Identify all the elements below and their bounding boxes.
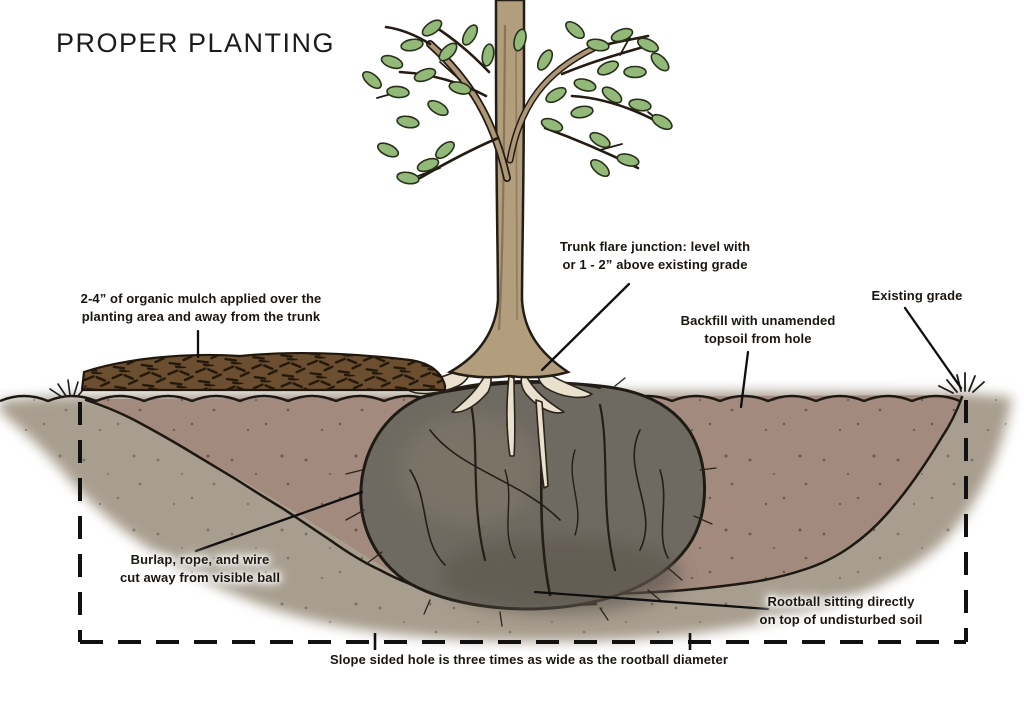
leader-line-burlap (194, 490, 364, 553)
mulch-layer (80, 351, 447, 392)
backfill-label: Backfill with unamended topsoil from hol… (680, 313, 836, 346)
trunk-body (446, 0, 571, 379)
diagram-title: PROPER PLANTING (56, 28, 336, 58)
rootball-diameter-ticks (373, 633, 692, 650)
leader-line-trunk-flare (540, 282, 631, 372)
dashed-hole-outline (78, 400, 968, 644)
leader-line-rootball (533, 590, 770, 611)
existing-grade-label: Existing grade (871, 288, 963, 303)
leader-lines (194, 282, 963, 611)
burlap-label: Burlap, rope, and wire cut away from vis… (119, 552, 281, 585)
rootball (345, 377, 717, 627)
trunk-flare-label: Trunk flare junction: level with or 1 - … (559, 239, 751, 272)
tree-trunk (446, 0, 571, 379)
grass-tuft-left (49, 379, 87, 398)
mulch-label: 2-4” of organic mulch applied over the p… (80, 291, 322, 324)
leader-line-existing-grade (903, 306, 963, 390)
leader-line-backfill (739, 350, 750, 409)
rootball-label: Rootball sitting directly on top of undi… (759, 594, 923, 627)
slope-hole-label: Slope sided hole is three times as wide … (330, 652, 728, 667)
grass-tuft-right (938, 372, 985, 394)
mulch-texture (82, 353, 445, 390)
